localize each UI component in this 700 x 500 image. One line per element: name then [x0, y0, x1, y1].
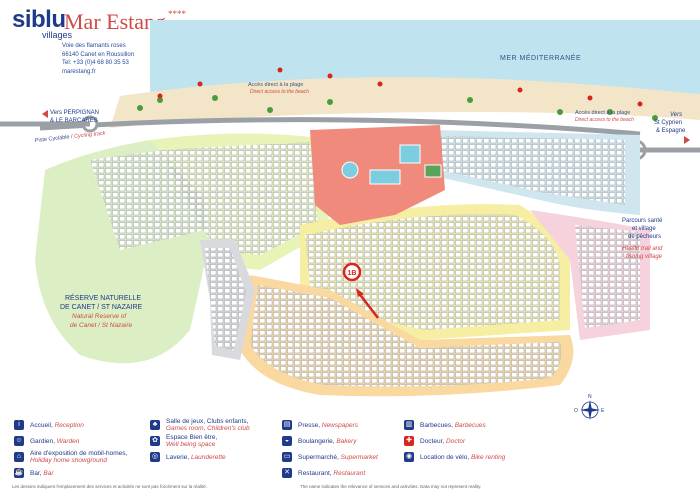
legend-col-3: ▤Presse, Newspapers ◒Boulangerie, Bakery…: [282, 418, 378, 482]
reserve-en-1: Natural Reserve of: [72, 313, 127, 320]
bike-icon: ◉: [404, 452, 414, 462]
legend-item: ◎Laverie, Launderette: [150, 452, 226, 462]
right-road-label-2: St Cyprien: [654, 120, 682, 126]
tennis-court: [424, 164, 442, 178]
reserve-fr-1: RÉSERVE NATURELLE: [65, 293, 141, 302]
beach-access-en: Direct access to the beach: [250, 89, 309, 95]
compass-o: O: [574, 408, 578, 414]
health-en-1: Health trail and: [622, 246, 663, 252]
legend-item: ♣Salle de jeux, Clubs enfants,Games room…: [150, 418, 250, 432]
address-line-3: Tel: +33 (0)4 68 80 35 53: [62, 60, 129, 66]
cycle-fr: Piste Cyclable: [35, 134, 70, 144]
beach-access-fr: Accès direct à la plage: [248, 82, 303, 88]
marker-arrow-icon: [357, 291, 379, 319]
address-line-1: Voie des flamants roses: [62, 43, 126, 49]
yellow-plots: [305, 214, 560, 330]
siblu-sub: villages: [42, 30, 73, 40]
parasols: [157, 67, 643, 107]
mobilhome-icon: ⌂: [14, 452, 24, 462]
compass-icon: N E O: [574, 394, 605, 420]
siblu-logo: siblu: [12, 6, 66, 33]
park-stars: ****: [168, 9, 187, 19]
pool-1: [369, 169, 401, 185]
legend-item: ✿Espace Bien être,Well being space: [150, 434, 250, 448]
legend-item: ☺Gardien, Warden: [14, 436, 80, 446]
doctor-icon: ✚: [404, 436, 414, 446]
left-road-label-2: & LE BARCARES: [50, 118, 98, 124]
address-line-2: 66140 Canet en Roussillon: [62, 51, 135, 58]
left-road-label-1: Vers PERPIGNAN: [50, 110, 99, 116]
legend-item: ☕Bar, Bar: [14, 468, 54, 478]
health-en-2: fishing village: [626, 254, 663, 260]
park-title: Mar Estang****: [64, 9, 186, 35]
info-icon: i: [14, 420, 24, 430]
legend-item: ✕Restaurant, Restaurant: [282, 466, 378, 480]
pool-3: [341, 161, 359, 179]
legend-col-2: ♣Salle de jeux, Clubs enfants,Games room…: [150, 418, 250, 466]
park-name: Mar Estang: [64, 9, 167, 34]
reserve-fr-2: DE CANET / ST NAZAIRE: [60, 304, 143, 311]
supermarket-icon: ▭: [282, 452, 292, 462]
barbecue-icon: ▥: [404, 420, 414, 430]
trees: [137, 95, 658, 121]
campsite-map: MER MÉDITERRANÉE Accès direct à la pl: [0, 20, 700, 420]
legend-item: ▥Barbecues, Barbecues: [404, 420, 486, 430]
brand-block: siblu villages: [12, 6, 73, 41]
legend-item: ⌂Aire d'exposition de mobil-homes,Holida…: [14, 450, 127, 464]
press-icon: ▤: [282, 420, 292, 430]
reserve-en-2: de Canet / St Nazaire: [70, 322, 133, 329]
disclaimer-en: The name indicates the relevance of serv…: [300, 484, 482, 489]
pool-2: [399, 144, 421, 164]
legend-item: ✚Docteur, Doctor: [404, 434, 505, 448]
blue-plots: [440, 136, 625, 205]
laundry-icon: ◎: [150, 452, 160, 462]
bakery-icon: ◒: [282, 436, 292, 446]
legend-item: ◉Location de vélo, Bike renting: [404, 452, 506, 462]
compass-e: E: [601, 408, 605, 414]
cycle-en: Cycling track: [74, 131, 106, 140]
left-arrow-icon: [42, 110, 48, 118]
main-road: [39, 117, 641, 137]
address-block: Voie des flamants roses 66140 Canet en R…: [62, 42, 134, 76]
wellbeing-icon: ✿: [150, 436, 160, 446]
grey-plots: [205, 248, 246, 350]
sea-label: MER MÉDITERRANÉE: [500, 53, 581, 62]
warden-icon: ☺: [14, 436, 24, 446]
location-marker-label: 1B: [348, 270, 357, 277]
sea: [150, 20, 700, 95]
bar-icon: ☕: [14, 468, 24, 478]
beach-access2-fr: Accès direct à la plage: [575, 110, 630, 116]
health-fr-1: Parcours santé: [622, 218, 663, 224]
right-arrow-icon: [684, 136, 690, 144]
games-room-icon: ♣: [150, 420, 160, 430]
beach: [110, 77, 700, 128]
marker-arrowhead-icon: [356, 288, 364, 297]
green-plots: [160, 142, 318, 255]
location-marker: [342, 262, 362, 282]
beach-access2-en: Direct access to the beach: [575, 117, 634, 123]
legend-item: ◒Boulangerie, Bakery: [282, 434, 378, 448]
legend-col-4: ▥Barbecues, Barbecues ✚Docteur, Doctor ◉…: [404, 418, 505, 466]
legend-item: ▭Supermarché, Supermarket: [282, 452, 378, 462]
health-fr-3: de pêcheurs: [628, 234, 661, 240]
right-road-label-3: & Espagne: [656, 128, 686, 134]
legend-item: ▤Presse, Newspapers: [282, 420, 358, 430]
pink-plots: [575, 225, 640, 328]
orange-plots: [250, 285, 562, 387]
address-line-4: marestang.fr: [62, 68, 96, 75]
restaurant-icon: ✕: [282, 468, 292, 478]
right-road-label-1: Vers: [670, 112, 682, 118]
disclaimer: Les dessins indiquent l'emplacement des …: [12, 484, 207, 489]
cycle-track-fr: Piste Cyclable / Cycling track: [35, 131, 106, 144]
compass-n: N: [588, 394, 592, 400]
health-fr-2: et village: [632, 226, 656, 232]
